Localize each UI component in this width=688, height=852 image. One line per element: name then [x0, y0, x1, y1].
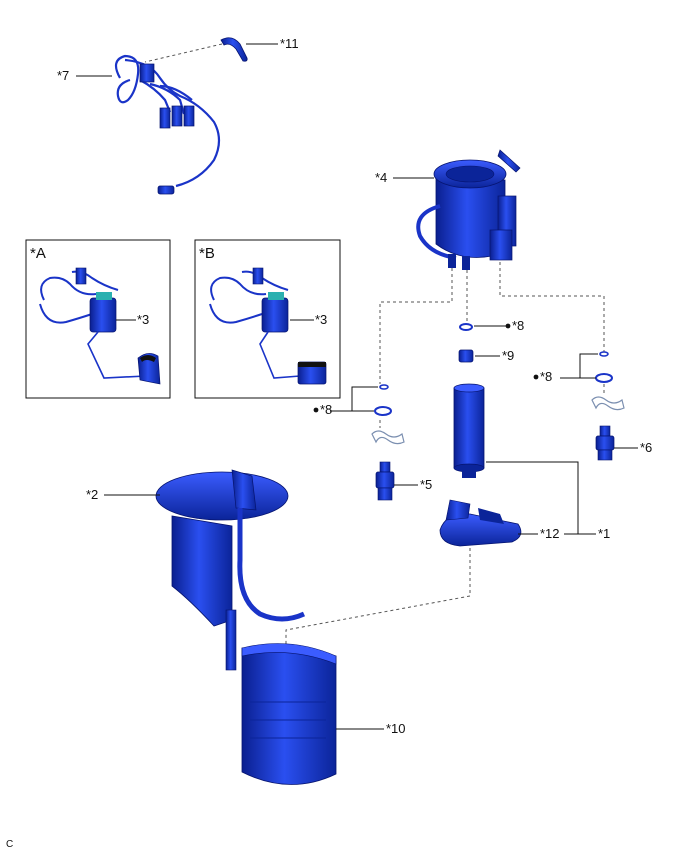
dash-4-left	[379, 268, 453, 384]
inset-label-b: *B	[199, 245, 215, 262]
leader-1	[486, 461, 596, 535]
leader-8-left	[330, 386, 378, 412]
callout-2: *2	[86, 487, 98, 502]
callout-12: *12	[540, 526, 560, 541]
dash-11-to-7	[144, 43, 223, 63]
dash-12-to-10	[285, 548, 471, 662]
bullet-8-center	[505, 323, 511, 329]
callout-11: *11	[280, 36, 299, 51]
part-12-strainer	[439, 499, 522, 547]
part-10-sub-tank	[241, 643, 337, 785]
callout-1: *1	[598, 526, 610, 541]
callout-8-right: *8	[540, 369, 552, 384]
part-4-pump-module	[416, 149, 521, 270]
callout-4: *4	[375, 170, 387, 185]
part-5-regulator	[375, 461, 395, 501]
part-8-orings-right	[595, 351, 613, 383]
inset-label-a: *A	[30, 245, 46, 262]
bullet-8-left	[313, 407, 319, 413]
part-7-connectors	[139, 63, 195, 195]
callout-10: *10	[386, 721, 406, 736]
callout-9: *9	[502, 348, 514, 363]
bullet-8-right	[533, 374, 539, 380]
part-8-orings-left	[374, 384, 392, 416]
clip-left	[371, 430, 405, 445]
inset-b-sender-gauge	[209, 267, 327, 385]
part-11-hose	[220, 37, 248, 62]
callout-8-left: *8	[320, 402, 332, 417]
illustration-code: C	[6, 839, 13, 850]
clip-right	[591, 396, 625, 411]
part-2-flange-bracket	[155, 469, 306, 671]
callout-5: *5	[420, 477, 432, 492]
leader-8-right	[560, 353, 598, 379]
dash-4-right	[499, 262, 605, 352]
callout-8-center: *8	[512, 318, 524, 333]
part-9-cushion	[458, 349, 474, 363]
callout-7: *7	[57, 68, 69, 83]
part-6-valve	[595, 425, 615, 461]
callout-6: *6	[640, 440, 652, 455]
callout-3b: *3	[315, 312, 327, 327]
part-8-oring-center	[459, 323, 473, 331]
inset-a-sender-gauge	[39, 267, 161, 385]
fuel-pump-motor	[453, 383, 485, 478]
callout-3a: *3	[137, 312, 149, 327]
